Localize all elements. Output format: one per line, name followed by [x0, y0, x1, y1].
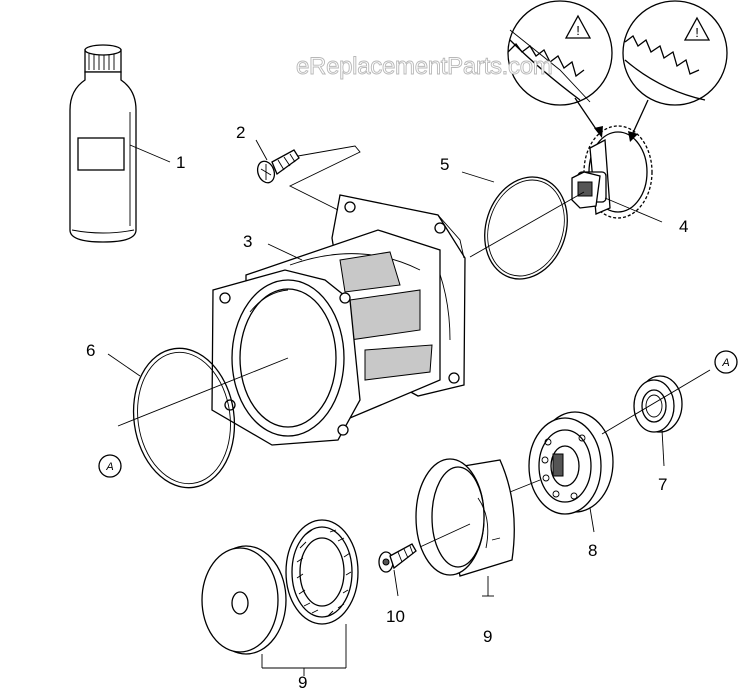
part-1-oil-bottle: [69, 44, 137, 243]
part-8-ball-bearing: [528, 411, 614, 515]
part-9-thrust-washer: [201, 545, 287, 655]
reference-mark-right-label: A: [721, 357, 729, 369]
part-10-screw: [378, 543, 417, 573]
callout-5: 5: [440, 155, 449, 174]
part-7-shaft-seal: [633, 375, 683, 433]
callout-6: 6: [86, 341, 95, 360]
callout-7: 7: [658, 475, 667, 494]
gear-detail-right: !: [622, 0, 728, 142]
part-9-thrust-bearing: [285, 519, 359, 625]
warning-icon: [564, 14, 592, 39]
part-4-gear-shaft: [571, 125, 653, 219]
warning-mark: !: [695, 25, 699, 40]
part-6-o-ring: [132, 347, 236, 489]
part-5-o-ring: [484, 176, 568, 280]
warning-icon: [683, 16, 711, 41]
callout-8: 8: [588, 541, 597, 560]
reference-mark-left: A: [98, 454, 122, 478]
part-2-screw: [256, 149, 300, 184]
callout-10: 10: [386, 607, 405, 626]
assembly-lines: [107, 139, 711, 676]
part-9-cup: [415, 458, 515, 577]
watermark: eReplacementParts.com: [296, 53, 552, 80]
callout-4: 4: [679, 217, 688, 236]
warning-mark: !: [576, 23, 580, 38]
reference-mark-left-label: A: [105, 461, 113, 473]
callout-2: 2: [236, 123, 245, 142]
reference-mark-right: A: [714, 350, 738, 374]
callout-9-bearing-set: 9: [298, 673, 307, 692]
callout-1: 1: [176, 153, 185, 172]
callout-9-cup: 9: [483, 627, 492, 646]
gear-detail-left: !: [507, 0, 613, 138]
callouts: 1 2 3 4 5 6 7 8 9 9 10: [86, 123, 688, 692]
callout-3: 3: [243, 232, 252, 251]
